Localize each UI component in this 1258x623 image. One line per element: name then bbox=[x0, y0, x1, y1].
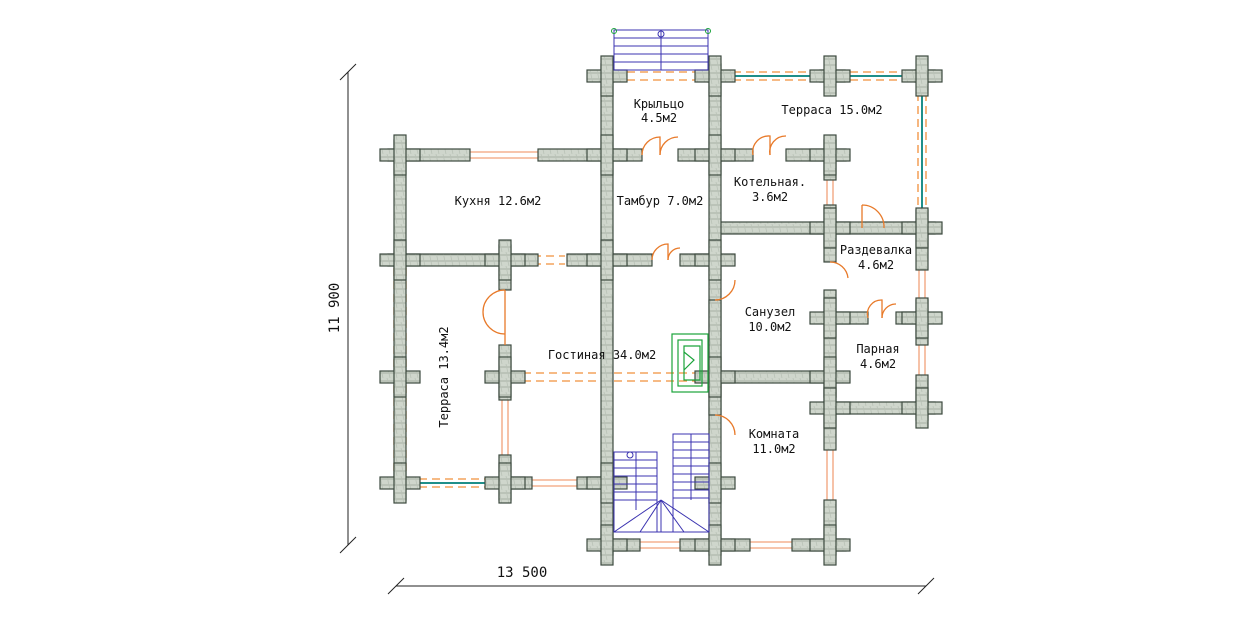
dimension-height: 11 900 bbox=[327, 283, 343, 334]
label-changing-name: Раздевалка bbox=[840, 243, 912, 257]
log-corner bbox=[823, 524, 837, 566]
log-corner bbox=[600, 462, 614, 504]
window bbox=[499, 400, 511, 455]
log-corner bbox=[823, 297, 837, 339]
log-corner bbox=[823, 55, 837, 97]
label-boiler-name: Котельная. bbox=[734, 175, 806, 189]
label-porch-area: 4.5м2 bbox=[641, 111, 677, 125]
log-corner bbox=[708, 524, 722, 566]
log-corner bbox=[823, 134, 837, 176]
window bbox=[824, 450, 836, 500]
log-corner bbox=[915, 297, 929, 339]
log-corner bbox=[708, 55, 722, 97]
door-arc bbox=[861, 204, 885, 229]
stair-marker bbox=[657, 30, 665, 38]
log-corner bbox=[393, 356, 407, 398]
log-corner bbox=[498, 462, 512, 504]
stair-post bbox=[611, 28, 617, 34]
log-corner bbox=[708, 356, 722, 398]
label-bathroom-name: Санузел bbox=[745, 305, 796, 319]
wall-segment bbox=[393, 139, 407, 501]
log-corner bbox=[600, 55, 614, 97]
label-terrace-left: Терраса 13.4м2 bbox=[437, 326, 451, 427]
door-arc bbox=[769, 135, 787, 156]
door-arc bbox=[829, 261, 849, 279]
windows bbox=[470, 149, 928, 551]
stair-step bbox=[660, 499, 710, 533]
log-corner bbox=[915, 55, 929, 97]
door-arc bbox=[659, 136, 679, 156]
door-arc bbox=[752, 135, 771, 156]
window bbox=[470, 149, 538, 161]
window bbox=[532, 477, 577, 489]
stairs bbox=[611, 28, 711, 533]
log-walls bbox=[379, 55, 943, 566]
doors bbox=[482, 135, 897, 436]
label-boiler-area: 3.6м2 bbox=[752, 190, 788, 204]
dimension-lines bbox=[339, 63, 935, 595]
door-arc bbox=[714, 414, 736, 436]
log-corner bbox=[600, 524, 614, 566]
stair-marker bbox=[626, 451, 634, 459]
log-corner bbox=[393, 462, 407, 504]
log-corner bbox=[498, 239, 512, 281]
window bbox=[916, 270, 928, 300]
log-corner bbox=[823, 387, 837, 429]
door-arc bbox=[714, 279, 736, 301]
door-arc bbox=[866, 299, 883, 319]
window bbox=[916, 345, 928, 375]
terrace-glazing bbox=[399, 75, 923, 484]
stove-icon bbox=[671, 333, 709, 393]
label-room-area: 11.0м2 bbox=[752, 442, 795, 456]
door-arc bbox=[641, 136, 661, 156]
label-room-name: Комната bbox=[749, 427, 800, 441]
log-corner bbox=[708, 462, 722, 504]
door-arc bbox=[881, 303, 897, 319]
label-living: Гостиная 34.0м2 bbox=[548, 348, 656, 362]
log-corner bbox=[915, 387, 929, 429]
log-corner bbox=[393, 239, 407, 281]
label-bathroom-area: 10.0м2 bbox=[748, 320, 791, 334]
stair-step bbox=[639, 499, 662, 533]
log-corner bbox=[498, 356, 512, 398]
stair-post bbox=[705, 28, 711, 34]
label-steam-area: 4.6м2 bbox=[860, 357, 896, 371]
label-vestibule: Тамбур 7.0м2 bbox=[617, 194, 704, 208]
log-corner bbox=[915, 207, 929, 249]
stair-step bbox=[613, 499, 662, 533]
door-arc bbox=[482, 289, 506, 335]
stair-step bbox=[660, 499, 685, 533]
label-changing-area: 4.6м2 bbox=[858, 258, 894, 272]
window bbox=[750, 539, 792, 551]
door-arc bbox=[651, 243, 669, 261]
log-corner bbox=[708, 239, 722, 281]
label-terrace-top: Терраса 15.0м2 bbox=[781, 103, 882, 117]
dimension-width: 13 500 bbox=[497, 565, 548, 581]
log-corner bbox=[393, 134, 407, 176]
label-kitchen: Кухня 12.6м2 bbox=[455, 194, 542, 208]
window bbox=[640, 539, 680, 551]
label-steam-name: Парная bbox=[856, 342, 899, 356]
log-corner bbox=[600, 239, 614, 281]
window bbox=[824, 180, 836, 205]
label-porch-name: Крыльцо bbox=[634, 97, 685, 111]
log-corner bbox=[708, 134, 722, 176]
log-corner bbox=[600, 134, 614, 176]
door-arc bbox=[667, 247, 681, 261]
log-corner bbox=[823, 207, 837, 249]
